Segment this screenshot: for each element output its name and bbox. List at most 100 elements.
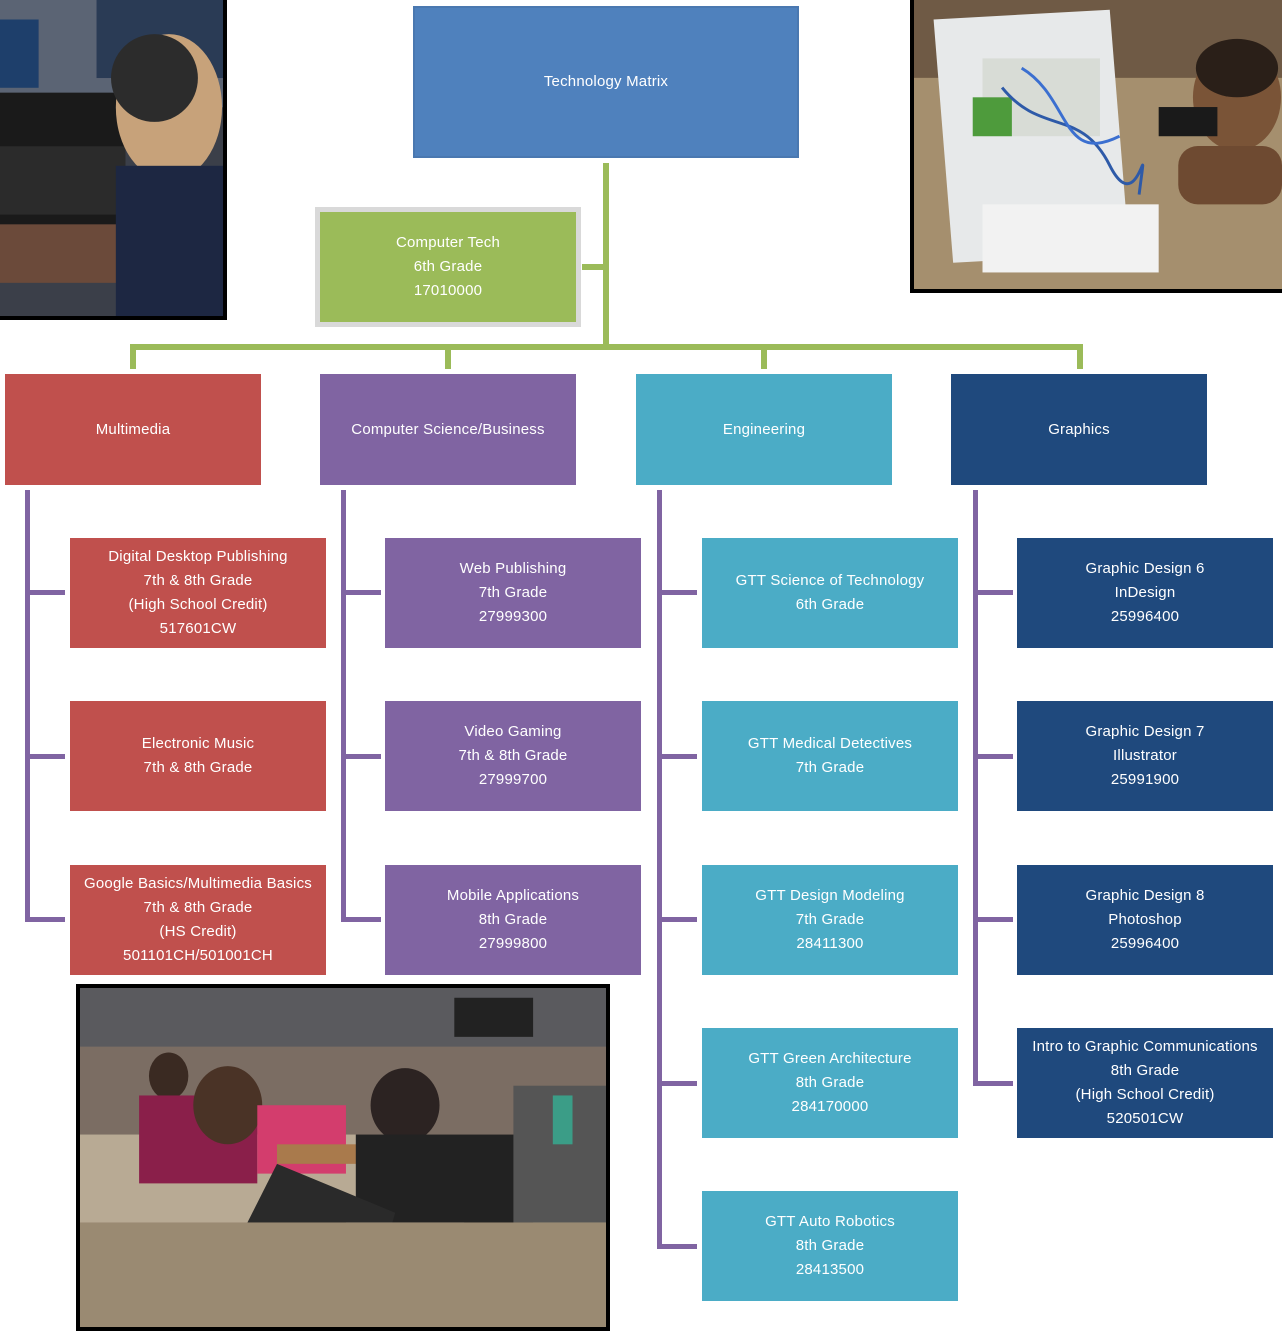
course-line: 7th Grade [478, 584, 548, 601]
course-line: 7th & 8th Grade [143, 899, 253, 916]
course-google-multimedia-basics: Google Basics/Multimedia Basics 7th & 8t… [70, 865, 326, 975]
course-line: Graphic Design 7 [1085, 723, 1205, 740]
course-line: Illustrator [1113, 747, 1177, 764]
connector-graphics-course-2 [973, 754, 1013, 759]
computer-tech-line-2: 6th Grade [413, 258, 483, 275]
classroom-laptops-photo [76, 984, 610, 1331]
course-line: Google Basics/Multimedia Basics [84, 875, 312, 892]
course-line: 28411300 [796, 935, 864, 952]
course-line: Intro to Graphic Communications [1032, 1038, 1258, 1055]
course-line: Web Publishing [459, 560, 567, 577]
connector-cs-course-3 [341, 917, 381, 922]
connector-computer-tech [582, 264, 606, 270]
course-line: 28413500 [795, 1261, 865, 1278]
course-gtt-medical-detectives: GTT Medical Detectives 7th Grade [702, 701, 958, 811]
course-intro-graphic-communications: Intro to Graphic Communications 8th Grad… [1017, 1028, 1273, 1138]
connector-engineering [761, 344, 767, 369]
course-line: Digital Desktop Publishing [108, 548, 288, 565]
course-gtt-auto-robotics: GTT Auto Robotics 8th Grade 28413500 [702, 1191, 958, 1301]
course-video-gaming: Video Gaming 7th & 8th Grade 27999700 [385, 701, 641, 811]
course-line: 7th & 8th Grade [143, 759, 253, 776]
course-line: 517601CW [159, 620, 237, 637]
course-gtt-design-modeling: GTT Design Modeling 7th Grade 28411300 [702, 865, 958, 975]
connector-category-bar [130, 344, 1083, 350]
connector-cs-trunk [341, 490, 346, 922]
category-multimedia: Multimedia [5, 374, 261, 485]
category-engineering: Engineering [636, 374, 892, 485]
connector-graphics-course-1 [973, 590, 1013, 595]
category-graphics: Graphics [951, 374, 1207, 485]
course-line: Video Gaming [464, 723, 562, 740]
course-line: Graphic Design 8 [1085, 887, 1205, 904]
computer-tech-line-3: 17010000 [413, 282, 483, 299]
connector-graphics [1077, 344, 1083, 369]
connector-graphics-course-3 [973, 917, 1013, 922]
course-line: 27999800 [478, 935, 548, 952]
connector-multimedia-course-2 [25, 754, 65, 759]
connector-graphics-trunk [973, 490, 978, 1086]
category-title: Multimedia [95, 420, 171, 438]
connector-root-trunk [603, 163, 609, 348]
course-gtt-science-of-technology: GTT Science of Technology 6th Grade [702, 538, 958, 648]
course-line: 7th Grade [795, 759, 865, 776]
course-mobile-applications: Mobile Applications 8th Grade 27999800 [385, 865, 641, 975]
course-line: GTT Green Architecture [748, 1050, 912, 1067]
course-line: 501101CH/501001CH [123, 947, 273, 964]
connector-multimedia-trunk [25, 490, 30, 922]
connector-engineering-course-4 [657, 1081, 697, 1086]
course-line: GTT Auto Robotics [765, 1213, 895, 1230]
course-electronic-music: Electronic Music 7th & 8th Grade [70, 701, 326, 811]
course-line: 520501CW [1106, 1110, 1184, 1127]
category-title: Graphics [1048, 420, 1110, 438]
course-web-publishing: Web Publishing 7th Grade 27999300 [385, 538, 641, 648]
category-title: Engineering [722, 420, 806, 438]
connector-graphics-course-4 [973, 1081, 1013, 1086]
connector-multimedia-course-3 [25, 917, 65, 922]
course-line: 25996400 [1110, 608, 1180, 625]
course-line: Photoshop [1108, 911, 1182, 928]
category-title: Computer Science/Business [351, 420, 545, 438]
course-line: GTT Science of Technology [735, 572, 925, 589]
computer-tech-node: Computer Tech 6th Grade 17010000 [315, 207, 581, 327]
course-digital-desktop-publishing: Digital Desktop Publishing 7th & 8th Gra… [70, 538, 326, 648]
connector-engineering-course-2 [657, 754, 697, 759]
student-wiring-kit-photo [910, 0, 1282, 293]
connector-multimedia-course-1 [25, 590, 65, 595]
computer-tech-line-1: Computer Tech [395, 234, 501, 251]
connector-engineering-course-1 [657, 590, 697, 595]
course-line: Graphic Design 6 [1085, 560, 1205, 577]
course-line: 25991900 [1110, 771, 1180, 788]
course-line: 6th Grade [795, 596, 865, 613]
course-line: 284170000 [791, 1098, 869, 1115]
course-graphic-design-6: Graphic Design 6 InDesign 25996400 [1017, 538, 1273, 648]
root-node-title: Technology Matrix [543, 73, 669, 90]
course-line: 8th Grade [795, 1237, 865, 1254]
course-graphic-design-8: Graphic Design 8 Photoshop 25996400 [1017, 865, 1273, 975]
connector-engineering-course-5 [657, 1244, 697, 1249]
root-node-technology-matrix: Technology Matrix [413, 6, 799, 158]
course-line: 27999700 [478, 771, 548, 788]
course-line: InDesign [1114, 584, 1176, 601]
course-line: (HS Credit) [159, 923, 237, 940]
course-line: 7th & 8th Grade [143, 572, 253, 589]
course-line: GTT Design Modeling [755, 887, 905, 904]
student-headphones-computer-photo [0, 0, 227, 320]
connector-computer-science [445, 344, 451, 369]
course-line: GTT Medical Detectives [747, 735, 913, 752]
course-line: 8th Grade [478, 911, 548, 928]
course-graphic-design-7: Graphic Design 7 Illustrator 25991900 [1017, 701, 1273, 811]
connector-multimedia [130, 344, 136, 369]
course-line: Mobile Applications [446, 887, 580, 904]
course-line: 27999300 [478, 608, 548, 625]
course-line: 7th & 8th Grade [458, 747, 568, 764]
connector-engineering-course-3 [657, 917, 697, 922]
course-line: 8th Grade [1110, 1062, 1180, 1079]
course-line: 25996400 [1110, 935, 1180, 952]
course-line: Electronic Music [141, 735, 255, 752]
course-line: (High School Credit) [1075, 1086, 1215, 1103]
category-computer-science-business: Computer Science/Business [320, 374, 576, 485]
course-gtt-green-architecture: GTT Green Architecture 8th Grade 2841700… [702, 1028, 958, 1138]
connector-cs-course-2 [341, 754, 381, 759]
connector-engineering-trunk [657, 490, 662, 1249]
course-line: 8th Grade [795, 1074, 865, 1091]
